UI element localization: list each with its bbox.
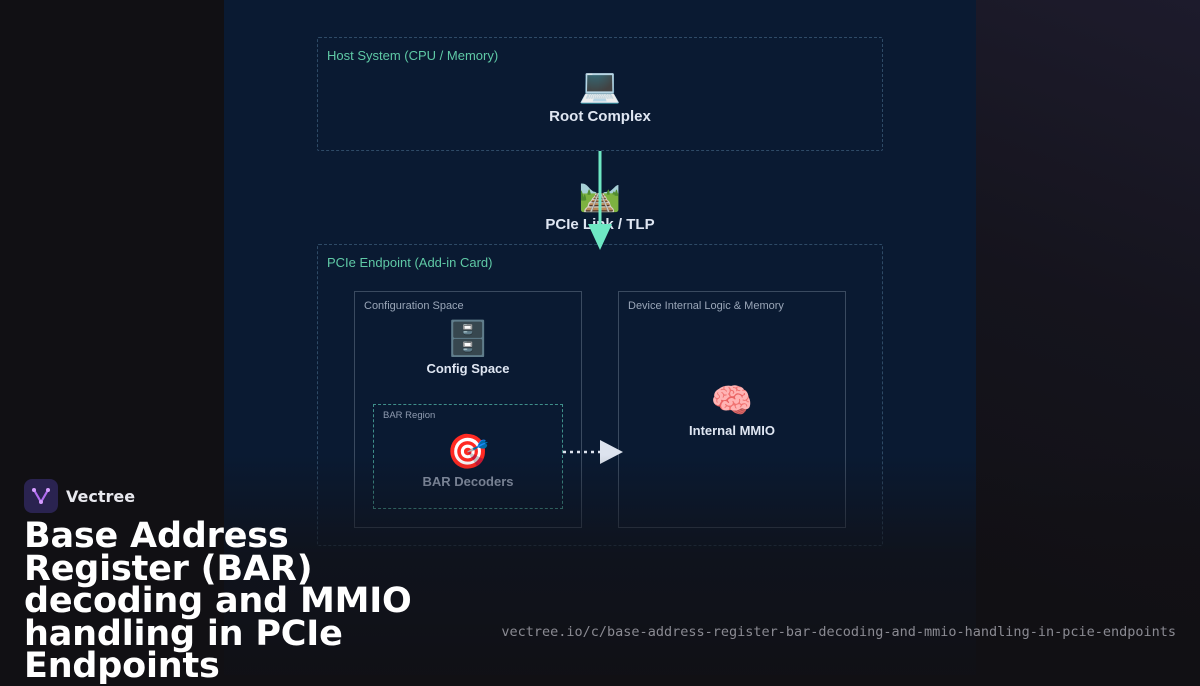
device-internal-title: Device Internal Logic & Memory [628,300,784,312]
configuration-space-title: Configuration Space [364,300,464,312]
brand: Vectree [24,479,135,513]
host-system-region: Host System (CPU / Memory) [317,37,883,151]
bar-region-title: BAR Region [383,410,436,421]
internal-mmio-label: Internal MMIO [689,423,775,438]
internal-mmio-node: 🧠 Internal MMIO [662,381,802,438]
page-url[interactable]: vectree.io/c/base-address-register-bar-d… [501,624,1176,640]
config-space-node: 🗄️ Config Space [398,319,538,376]
mmio-arrow-head [600,440,623,464]
file-cabinet-icon: 🗄️ [446,320,490,358]
host-system-title: Host System (CPU / Memory) [327,48,499,63]
config-space-label: Config Space [426,361,510,376]
pcie-endpoint-title: PCIe Endpoint (Add-in Card) [327,255,493,270]
pcie-link-arrow-head [588,224,612,250]
page-title: Base Address Register (BAR) decoding and… [24,516,412,686]
laptop-icon: 💻 [578,67,622,105]
brand-name: Vectree [66,486,136,506]
vectree-logo-icon [24,479,58,513]
root-complex-label: Root Complex [549,108,651,125]
brain-icon: 🧠 [710,382,754,420]
root-complex-node: 💻 Root Complex [520,66,680,125]
